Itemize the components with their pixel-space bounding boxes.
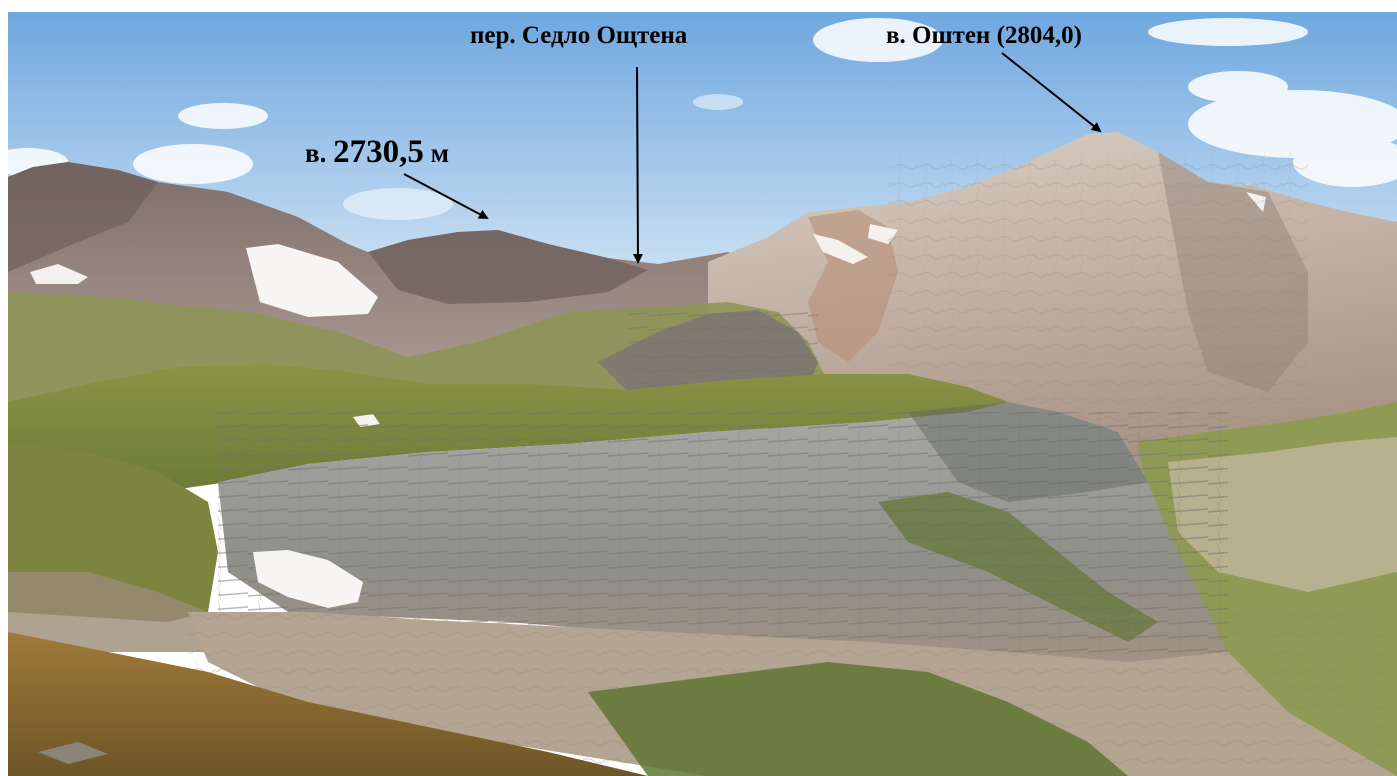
arrow-pass xyxy=(632,66,643,264)
label-pass: пер. Седло Ощтена xyxy=(470,22,688,49)
cliff-grass-tufts xyxy=(878,492,1158,642)
cliff-shadow xyxy=(908,402,1148,502)
arrow-peak-2730 xyxy=(403,173,489,219)
lower-green-strip xyxy=(588,662,1128,776)
clouds xyxy=(8,18,1397,220)
snow-patch xyxy=(246,244,378,317)
label-peak-2730-prefix: в. xyxy=(305,138,327,168)
label-peak-2730-number: 2730,5 xyxy=(333,134,424,170)
snow-patch xyxy=(813,234,868,264)
left-ridge-rocks xyxy=(8,162,158,272)
peak-2730-rock xyxy=(368,230,648,304)
foreground-rock xyxy=(38,742,108,764)
mountain-landscape-photo xyxy=(8,12,1397,776)
label-oshten-peak: в. Оштен (2804,0) xyxy=(886,22,1082,49)
snow-patch xyxy=(253,550,363,608)
foreground-grass xyxy=(8,632,648,776)
label-peak-2730-unit: м xyxy=(430,138,449,168)
label-peak-2730: в. 2730,5 м xyxy=(305,136,449,169)
snow-patch xyxy=(30,264,88,284)
arrow-oshten xyxy=(1001,52,1102,133)
